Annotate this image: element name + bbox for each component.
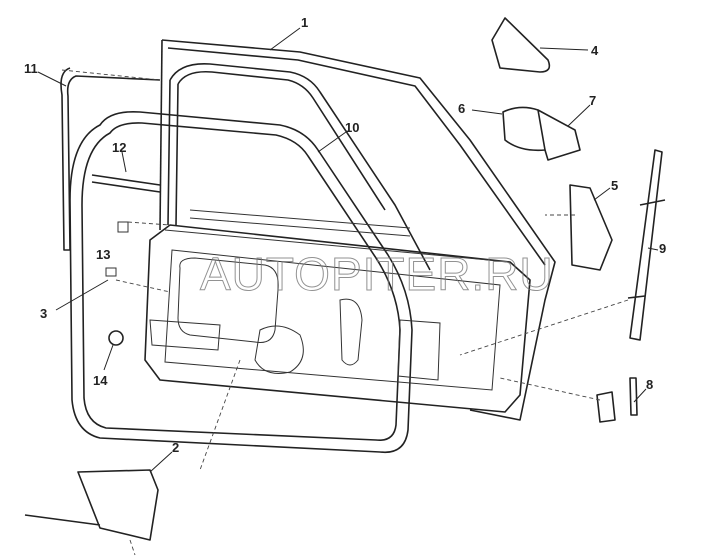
part-window-regulator — [627, 149, 666, 341]
callout-7: 7 — [589, 93, 596, 108]
callout-2: 2 — [172, 440, 179, 455]
callouts: 1 2 3 4 5 6 7 8 9 10 11 12 13 14 — [24, 15, 666, 473]
part-regulator-bracket — [569, 184, 613, 271]
callout-14: 14 — [93, 373, 108, 388]
callout-11: 11 — [24, 61, 38, 76]
callout-3: 3 — [40, 306, 47, 321]
part-hinge — [596, 377, 638, 423]
part-seal-strip — [60, 67, 161, 251]
callout-6: 6 — [458, 101, 465, 116]
callout-12: 12 — [112, 140, 126, 155]
watermark: AUTOPITER.RU — [200, 248, 554, 300]
part-glass-run — [91, 174, 161, 193]
callout-8: 8 — [646, 377, 653, 392]
part-trim-cover — [491, 17, 551, 73]
callout-1: 1 — [301, 15, 308, 30]
callout-5: 5 — [611, 178, 618, 193]
part-grommet — [108, 330, 124, 346]
part-mirror — [502, 106, 581, 161]
callout-13: 13 — [96, 247, 110, 262]
part-window-seal — [167, 63, 431, 271]
part-clip-upper — [117, 221, 129, 233]
callout-9: 9 — [659, 241, 666, 256]
part-clip — [105, 267, 117, 277]
callout-10: 10 — [345, 120, 359, 135]
callout-4: 4 — [591, 43, 599, 58]
part-door-inner-panel — [144, 209, 531, 413]
part-door-frame — [159, 39, 556, 421]
assembly-lines — [61, 69, 629, 556]
part-lower-bracket — [24, 469, 159, 541]
